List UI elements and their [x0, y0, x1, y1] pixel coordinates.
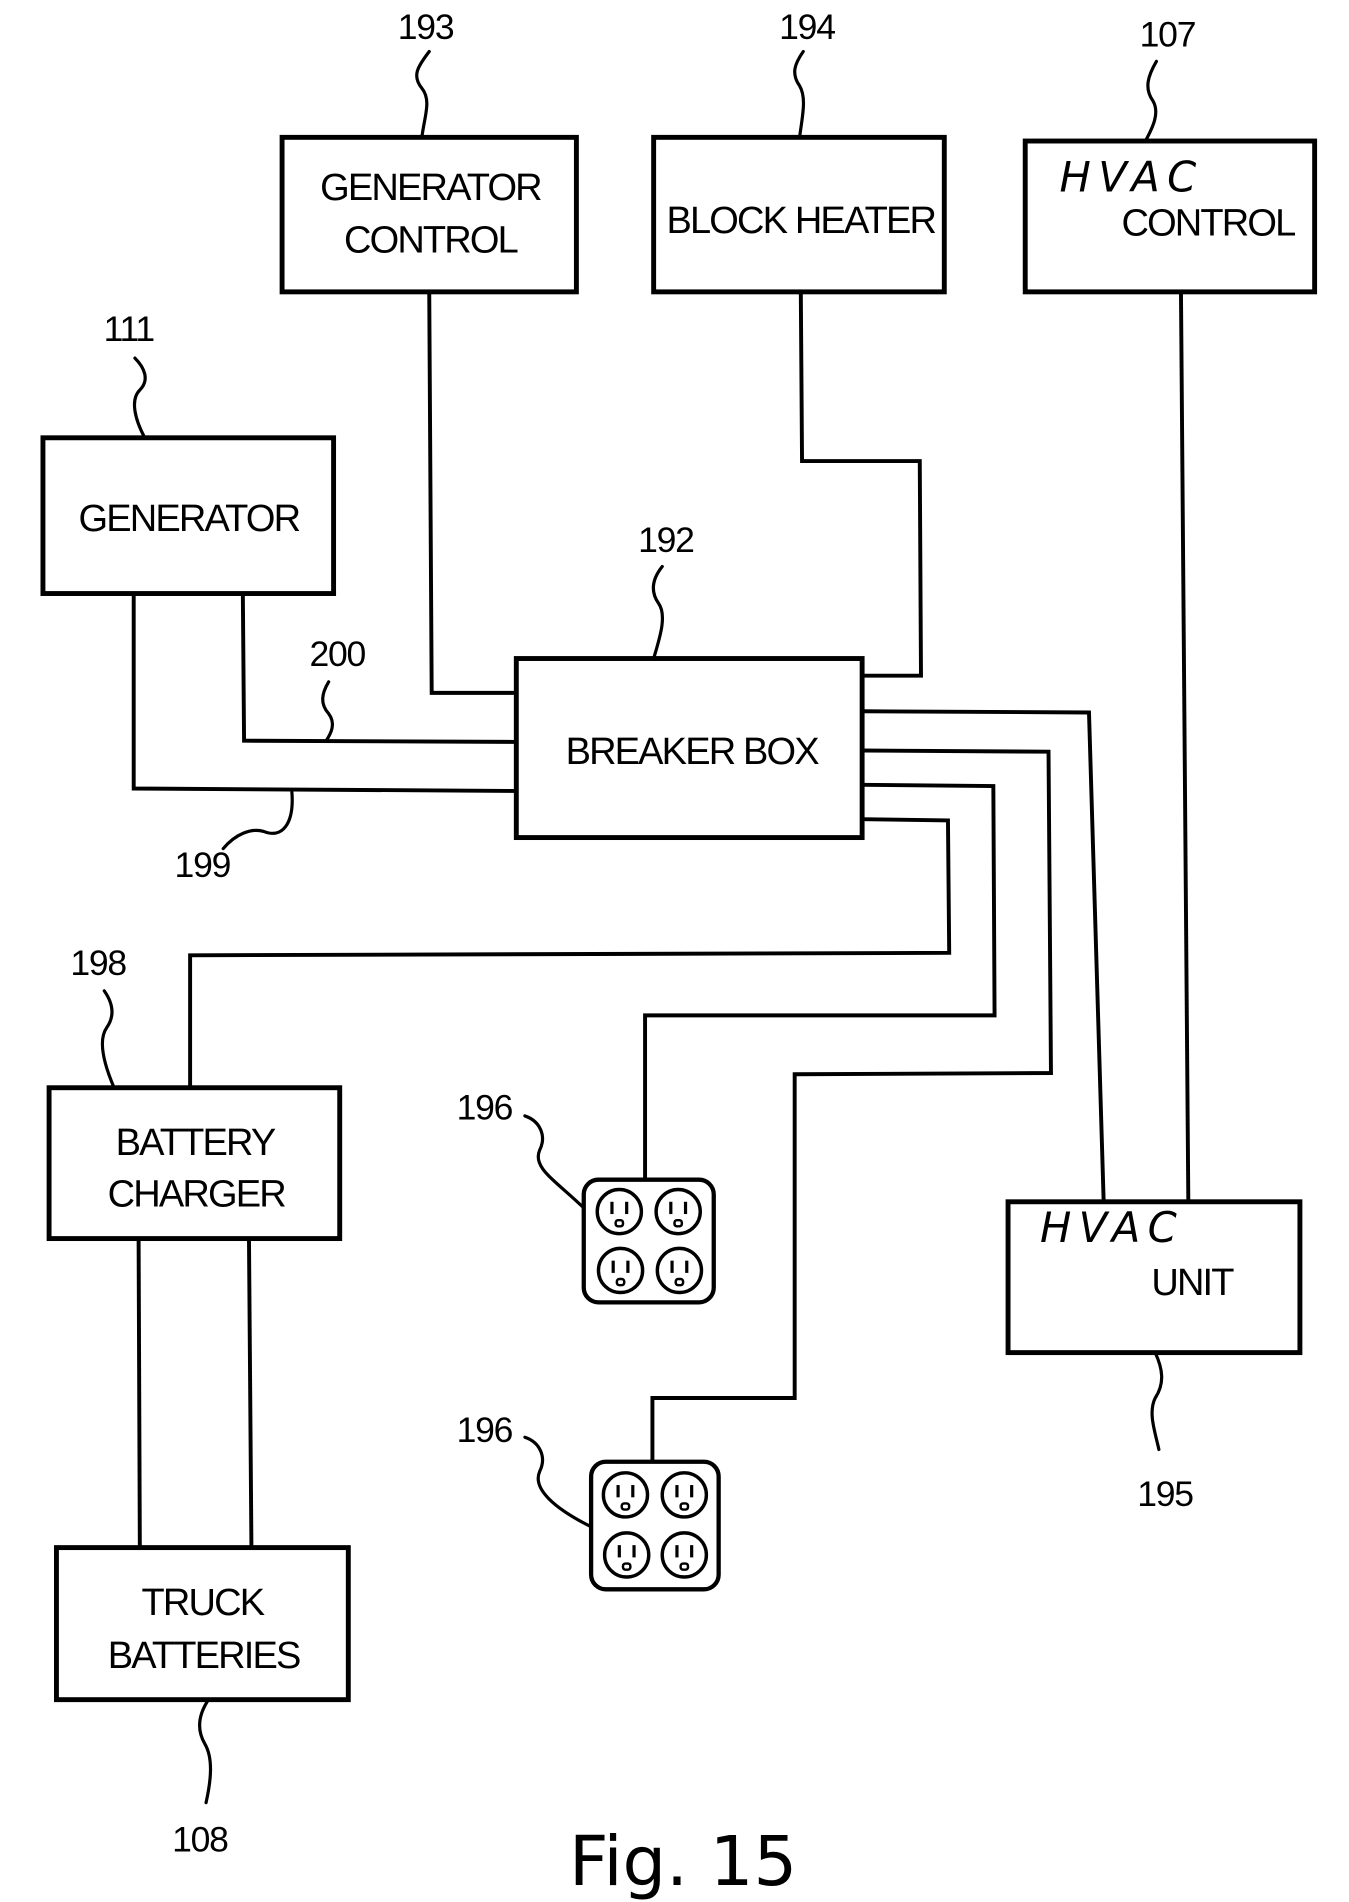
outlet-quad-2 [588, 1459, 721, 1592]
ref-111: 111 [104, 309, 155, 349]
ref-199: 199 [175, 845, 231, 885]
block-generator-control: GENERATOR CONTROL [279, 134, 579, 295]
receptacle-icon [601, 1471, 650, 1519]
wire-199-generator-to-breaker [131, 593, 517, 793]
block-battery-charger: BATTERY CHARGER [46, 1085, 343, 1242]
leader-194 [793, 49, 806, 139]
block-hvac-control: HVAC CONTROL [1022, 138, 1318, 295]
leader-196-a [523, 1114, 586, 1210]
ref-192: 192 [638, 520, 694, 560]
receptacle-icon [654, 1187, 702, 1236]
leader-111 [132, 356, 147, 440]
generator-label: GENERATOR [79, 498, 300, 540]
ref-107: 107 [1140, 15, 1196, 55]
wire-hvac-control-to-hvac-unit [1179, 291, 1191, 1202]
ref-195: 195 [1137, 1474, 1193, 1514]
ref-198: 198 [70, 943, 126, 983]
ref-193: 193 [398, 7, 454, 47]
truck-batteries-label-1: TRUCK [142, 1582, 265, 1624]
battery-charger-label-1: BATTERY [116, 1122, 276, 1164]
receptacle-icon [660, 1531, 709, 1579]
leader-107 [1143, 59, 1159, 143]
hvac-unit-label-2: UNIT [1151, 1262, 1234, 1304]
generator-control-label-2: CONTROL [344, 220, 518, 262]
leader-193 [415, 49, 431, 139]
hvac-control-label-2: CONTROL [1121, 202, 1295, 244]
wire-charger-to-batteries-b [247, 1238, 254, 1548]
wire-breaker-to-battery-charger [188, 817, 952, 1088]
receptacle-icon [655, 1246, 704, 1295]
block-hvac-unit: HVAC UNIT [1005, 1199, 1303, 1356]
wire-breaker-to-outlet-2 [650, 748, 1053, 1462]
outlet-quad-1 [581, 1177, 716, 1305]
reference-labels: 193 194 107 111 192 200 199 198 196 196 … [70, 7, 1196, 1860]
leader-108 [198, 1698, 213, 1805]
ref-196-b: 196 [457, 1410, 513, 1450]
ref-194: 194 [779, 7, 835, 47]
hvac-unit-label-1: HVAC [1040, 1203, 1184, 1252]
block-truck-batteries: TRUCK BATTERIES [53, 1545, 351, 1703]
leader-195 [1150, 1351, 1164, 1452]
wire-breaker-to-outlet-1 [643, 782, 997, 1180]
wire-block-heater-to-breaker [798, 291, 923, 678]
wire-generator-control-to-breaker [427, 291, 517, 695]
ref-108: 108 [172, 1820, 228, 1860]
leader-198 [100, 989, 116, 1090]
leader-199 [221, 790, 294, 851]
wire-charger-to-batteries-a [136, 1238, 142, 1548]
receptacle-icon [596, 1246, 645, 1295]
leader-196-b [523, 1435, 593, 1529]
block-generator: GENERATOR [40, 435, 337, 596]
receptacle-icon [602, 1531, 651, 1579]
block-block-heater: BLOCK HEATER [651, 134, 947, 295]
breaker-box-label: BREAKER BOX [566, 731, 820, 773]
hvac-control-label-1: HVAC [1060, 152, 1204, 201]
leader-200 [321, 680, 335, 743]
ref-200: 200 [309, 634, 365, 674]
receptacle-icon [595, 1187, 644, 1236]
receptacle-icon [660, 1471, 709, 1519]
wires [131, 291, 1191, 1548]
generator-control-label-1: GENERATOR [320, 167, 541, 209]
wire-200-generator-to-breaker [240, 593, 517, 744]
block-breaker-box: BREAKER BOX [513, 656, 865, 841]
ref-196-a: 196 [457, 1088, 513, 1128]
battery-charger-label-2: CHARGER [108, 1174, 286, 1216]
block-heater-label: BLOCK HEATER [666, 200, 935, 242]
truck-batteries-label-2: BATTERIES [108, 1635, 300, 1677]
wire-breaker-to-hvac-unit [862, 709, 1106, 1204]
leader-192 [651, 564, 664, 661]
figure-caption: Fig. 15 [569, 1822, 797, 1902]
